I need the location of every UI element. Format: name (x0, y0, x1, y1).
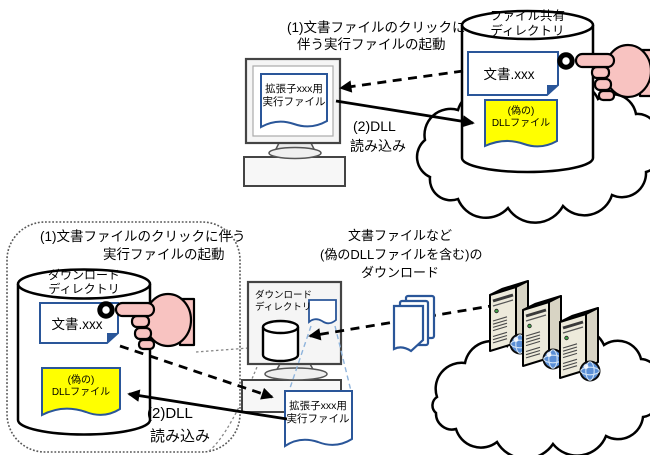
download-note-label: 文書ファイルなど (偽のDLLファイルを含む)の ダウンロード (320, 228, 483, 280)
arrow-dll-load-bottom (127, 389, 288, 421)
executable-file-icon-top (260, 73, 328, 129)
screen-directory-cylinder-icon (261, 319, 300, 363)
zoom-callout-lines (288, 325, 352, 392)
document-file-name-bottom: 文書.xxx (51, 317, 103, 332)
screen-document-icon (308, 299, 337, 325)
top-step1-label-line2: 伴う実行ファイルの起動 (297, 37, 446, 52)
document-file-icon-top[interactable] (467, 51, 559, 96)
screen-directory-label: ダウンロード ディレクトリ (255, 290, 313, 313)
monitor-icon-top (243, 57, 346, 187)
download-directory-label: ダウンロード ディレクトリ (47, 268, 120, 296)
top-step1-label-line1: (1)文書ファイルのクリックに (287, 20, 466, 35)
file-share-directory-label: ファイル共有 ディレクトリ (489, 9, 565, 38)
fake-dll-file-icon-top (484, 99, 558, 148)
fake-dll-label-bottom: (偽の) DLLファイル (51, 375, 111, 398)
server-icon-3 (558, 306, 601, 382)
server-icon-2 (521, 294, 564, 370)
download-directory-callout-frame (6, 221, 241, 453)
top-step2-label-line1: (2)DLL (353, 118, 396, 134)
fake-dll-file-icon-bottom (41, 367, 121, 417)
executable-label-bottom: 拡張子xxx用 実行ファイル (286, 400, 350, 425)
top-step2-label-line2: 読み込み (350, 138, 406, 154)
arrow-launch-executable-top (339, 69, 464, 93)
document-file-name-top: 文書.xxx (483, 67, 535, 82)
executable-label-top: 拡張子xxx用 実行ファイル (262, 83, 326, 108)
arrow-dll-load-top (335, 99, 475, 128)
bottom-step1-label-line2: 実行ファイルの起動 (103, 247, 225, 262)
document-stack-icon (392, 294, 436, 353)
bottom-step1-label-line1: (1)文書ファイルのクリックに伴う (40, 229, 246, 244)
bottom-step2-label-line1: (2)DLL (147, 405, 193, 422)
executable-file-icon-bottom (284, 390, 353, 448)
arrow-launch-executable-bottom (119, 344, 274, 400)
fake-dll-label-top: (偽の) DLLファイル (491, 106, 551, 129)
bottom-step2-label-line2: 読み込み (150, 428, 211, 445)
